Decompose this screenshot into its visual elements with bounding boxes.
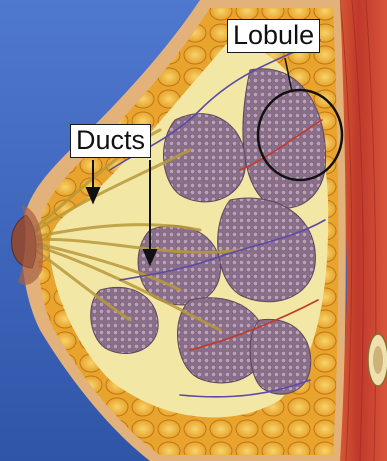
label-ducts: Ducts <box>70 124 151 158</box>
label-lobule: Lobule <box>227 19 320 53</box>
